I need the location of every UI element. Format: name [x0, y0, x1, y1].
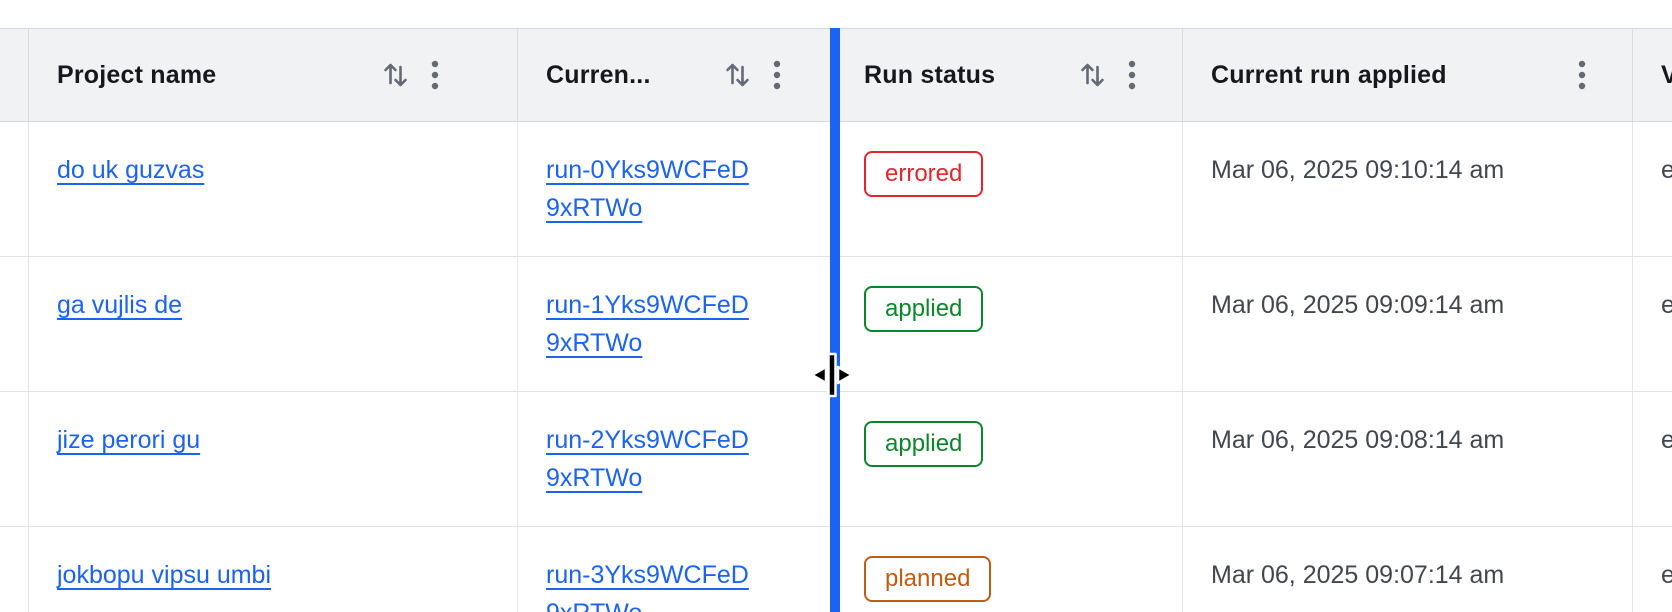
current-run-cell: run-1Yks9WCFeD 9xRTWo: [518, 257, 836, 391]
run-status-cell: errored: [836, 122, 1183, 256]
project-link[interactable]: do uk guzvas: [57, 156, 205, 184]
project-link[interactable]: jokbopu vipsu umbi: [57, 561, 272, 589]
column-label: V: [1661, 61, 1672, 90]
project-link[interactable]: ga vujlis de: [57, 291, 183, 319]
column-label: Current run applied: [1211, 60, 1447, 89]
row-gutter-cell: [0, 527, 29, 612]
current-run-applied-cell: Mar 06, 2025 09:07:14 am: [1183, 527, 1633, 612]
sort-arrows-icon[interactable]: [382, 61, 409, 89]
row-gutter-cell: [0, 122, 29, 256]
clipped-cell-text: e: [1661, 426, 1672, 454]
run-link[interactable]: run-1Yks9WCFeD 9xRTWo: [546, 291, 749, 357]
column-label: Curren...: [546, 60, 651, 89]
current-run-applied-cell: Mar 06, 2025 09:08:14 am: [1183, 392, 1633, 526]
current-run-cell: run-0Yks9WCFeD 9xRTWo: [518, 122, 836, 256]
run-status-cell: applied: [836, 257, 1183, 391]
project-name-cell: jokbopu vipsu umbi: [29, 527, 518, 612]
status-badge: applied: [864, 286, 984, 332]
sort-arrows-icon[interactable]: [1079, 61, 1106, 89]
status-badge: planned: [864, 556, 992, 602]
clipped-cell: e: [1633, 392, 1672, 526]
column-header-current-run-applied[interactable]: Current run applied: [1183, 29, 1633, 121]
column-label: Project name: [57, 60, 217, 89]
run-status-cell: applied: [836, 392, 1183, 526]
column-header-project-name[interactable]: Project name: [29, 29, 518, 121]
clipped-cell-text: e: [1661, 561, 1672, 589]
current-run-applied-cell: Mar 06, 2025 09:09:14 am: [1183, 257, 1633, 391]
project-name-cell: ga vujlis de: [29, 257, 518, 391]
header-gutter-cell: [0, 29, 29, 121]
kebab-menu-icon[interactable]: [773, 59, 781, 91]
kebab-menu-icon[interactable]: [1578, 59, 1586, 91]
timestamp: Mar 06, 2025 09:08:14 am: [1211, 426, 1505, 454]
row-gutter-cell: [0, 257, 29, 391]
column-header-run-status[interactable]: Run status: [836, 29, 1183, 121]
kebab-menu-icon[interactable]: [431, 59, 439, 91]
column-label: Run status: [864, 60, 996, 89]
clipped-cell-text: e: [1661, 291, 1672, 319]
current-run-cell: run-2Yks9WCFeD 9xRTWo: [518, 392, 836, 526]
kebab-menu-icon[interactable]: [1128, 59, 1136, 91]
run-link[interactable]: run-2Yks9WCFeD 9xRTWo: [546, 426, 749, 492]
timestamp: Mar 06, 2025 09:07:14 am: [1211, 561, 1505, 589]
row-gutter-cell: [0, 392, 29, 526]
project-name-cell: do uk guzvas: [29, 122, 518, 256]
project-link[interactable]: jize perori gu: [57, 426, 201, 454]
run-link[interactable]: run-3Yks9WCFeD 9xRTWo: [546, 561, 749, 612]
column-header-clipped[interactable]: V: [1633, 29, 1672, 121]
timestamp: Mar 06, 2025 09:10:14 am: [1211, 156, 1505, 184]
column-resize-handle[interactable]: [830, 28, 840, 612]
clipped-cell: e: [1633, 257, 1672, 391]
clipped-cell: e: [1633, 527, 1672, 612]
current-run-cell: run-3Yks9WCFeD 9xRTWo: [518, 527, 836, 612]
status-badge: applied: [864, 421, 984, 467]
clipped-cell-text: e: [1661, 156, 1672, 184]
current-run-applied-cell: Mar 06, 2025 09:10:14 am: [1183, 122, 1633, 256]
timestamp: Mar 06, 2025 09:09:14 am: [1211, 291, 1505, 319]
status-badge: errored: [864, 151, 984, 197]
run-link[interactable]: run-0Yks9WCFeD 9xRTWo: [546, 156, 749, 222]
project-name-cell: jize perori gu: [29, 392, 518, 526]
run-status-cell: planned: [836, 527, 1183, 612]
sort-arrows-icon[interactable]: [724, 61, 751, 89]
column-header-current-run[interactable]: Curren...: [518, 29, 836, 121]
clipped-cell: e: [1633, 122, 1672, 256]
